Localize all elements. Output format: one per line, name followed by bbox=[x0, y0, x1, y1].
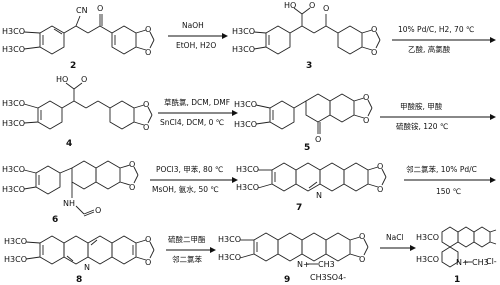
step-3: 草酰氯, DCM, DMF SnCl4, DCM, 0 ℃ bbox=[158, 97, 238, 127]
step-4: 甲酸胺, 甲酸 硫酸铵, 120 ℃ bbox=[380, 101, 496, 131]
compound-number: 7 bbox=[296, 203, 302, 213]
dioxole-o-label: O bbox=[363, 93, 369, 102]
ome-label: H3CO bbox=[234, 100, 257, 109]
ome-label: H3CO bbox=[2, 165, 25, 174]
ome-label: H3CO bbox=[2, 45, 25, 54]
compound-1: H3CO H3CO N+ CH3 Cl- 1 bbox=[416, 226, 497, 285]
dioxole-o-label: O bbox=[145, 235, 151, 244]
dioxole-o-label: O bbox=[359, 232, 365, 241]
dioxole-o-label: O bbox=[377, 162, 383, 171]
imine-n-label: N bbox=[316, 191, 322, 200]
compound-8: H3CO H3CO N O O 8 bbox=[4, 235, 155, 285]
compound-2: H3CO H3CO CN O O O 2 bbox=[2, 4, 155, 71]
acid-o-label: O bbox=[81, 75, 87, 84]
step-6: 邻二氯苯, 10% Pd/C 150 ℃ bbox=[404, 164, 496, 196]
compound-5: H3CO H3CO O O O 5 bbox=[234, 93, 373, 153]
ome-label: H3CO bbox=[232, 27, 255, 36]
ome-label: H3CO bbox=[416, 233, 439, 242]
amide-nh-label: NH bbox=[63, 199, 75, 208]
step-above: POCl3, 甲苯, 80 ℃ bbox=[156, 164, 223, 174]
step-above: 10% Pd/C, H2, 70 ℃ bbox=[398, 25, 474, 34]
step-above: 草酰氯, DCM, DMF bbox=[164, 97, 230, 107]
compound-number: 8 bbox=[76, 275, 82, 285]
ome-label: H3CO bbox=[416, 255, 439, 264]
step-above: 硫酸二甲酯 bbox=[168, 234, 206, 244]
ome-label: H3CO bbox=[2, 185, 25, 194]
compound-7: H3CO H3CO N O O 7 bbox=[236, 162, 387, 213]
compound-number: 1 bbox=[454, 275, 460, 285]
ome-label: H3CO bbox=[236, 183, 259, 192]
step-below: 硫酸铵, 120 ℃ bbox=[396, 121, 448, 131]
cn-label: CN bbox=[76, 6, 88, 15]
ome-label: H3CO bbox=[4, 237, 27, 246]
ome-label: H3CO bbox=[2, 99, 25, 108]
chloride-label: Cl- bbox=[486, 257, 497, 266]
quaternary-n-label: N+ bbox=[297, 260, 310, 269]
compound-number: 2 bbox=[70, 61, 76, 71]
compound-number: 5 bbox=[304, 143, 310, 153]
hydroxyl-label: HO bbox=[56, 75, 68, 84]
formyl-o-label: O bbox=[95, 206, 101, 215]
dioxole-o-label: O bbox=[143, 123, 149, 132]
ome-label: H3CO bbox=[232, 45, 255, 54]
compound-9: H3CO H3CO N+ CH3 CH3SO4- O O 9 bbox=[218, 232, 369, 285]
step-below: 乙酸, 高氯酸 bbox=[408, 44, 451, 54]
dioxole-o-label: O bbox=[371, 48, 377, 57]
step-5: POCl3, 甲苯, 80 ℃ MsOH, 氨水, 50 ℃ bbox=[150, 164, 238, 194]
carbonyl-o-label: O bbox=[97, 4, 103, 13]
acid-o-label: O bbox=[309, 1, 315, 10]
dioxole-o-label: O bbox=[363, 116, 369, 125]
dioxole-o-label: O bbox=[129, 183, 135, 192]
ome-label: H3CO bbox=[2, 119, 25, 128]
step-1: NaOH EtOH, H2O bbox=[168, 21, 228, 50]
step-7: 硫酸二甲酯 邻二氯苯 bbox=[166, 234, 216, 264]
dioxole-o-label: O bbox=[145, 258, 151, 267]
dioxole-o-label: O bbox=[371, 25, 377, 34]
dioxole-o-label: O bbox=[129, 160, 135, 169]
step-below: 邻二氯苯 bbox=[172, 254, 202, 264]
methyl-label: CH3 bbox=[472, 258, 489, 267]
compound-number: 3 bbox=[306, 61, 312, 71]
step-above: NaCl bbox=[386, 233, 404, 242]
dioxole-o-label: O bbox=[145, 25, 151, 34]
step-above: 邻二氯苯, 10% Pd/C bbox=[406, 164, 477, 174]
hydroxyl-label: HO bbox=[284, 1, 296, 10]
compound-6: H3CO H3CO NH O O O 6 bbox=[2, 160, 139, 225]
dioxole-o-label: O bbox=[145, 48, 151, 57]
dioxole-o-label: O bbox=[359, 255, 365, 264]
compound-number: 6 bbox=[52, 215, 58, 225]
methyl-label: CH3 bbox=[318, 260, 335, 269]
ome-label: H3CO bbox=[218, 253, 241, 262]
step-above: NaOH bbox=[182, 21, 204, 30]
step-below: 150 ℃ bbox=[436, 187, 461, 196]
step-8: NaCl bbox=[380, 233, 416, 251]
compound-3: H3CO H3CO HO O O O O 3 bbox=[232, 1, 381, 71]
counterion-label: CH3SO4- bbox=[310, 273, 346, 282]
step-2: 10% Pd/C, H2, 70 ℃ 乙酸, 高氯酸 bbox=[392, 25, 496, 54]
compound-number: 9 bbox=[284, 275, 290, 285]
step-below: SnCl4, DCM, 0 ℃ bbox=[160, 118, 224, 127]
dioxole-o-label: O bbox=[377, 185, 383, 194]
quaternary-n-label: N+ bbox=[456, 258, 469, 267]
ketone-o-label: O bbox=[315, 135, 321, 144]
ome-label: H3CO bbox=[218, 235, 241, 244]
compound-number: 4 bbox=[66, 139, 72, 149]
ome-label: H3CO bbox=[4, 255, 27, 264]
compound-4: H3CO H3CO HO O O O 4 bbox=[2, 75, 153, 149]
step-below: MsOH, 氨水, 50 ℃ bbox=[152, 184, 219, 194]
ome-label: H3CO bbox=[2, 27, 25, 36]
step-above: 甲酸胺, 甲酸 bbox=[400, 101, 443, 111]
carbonyl-o-label: O bbox=[323, 4, 329, 13]
pyridine-n-label: N bbox=[84, 263, 90, 272]
ome-label: H3CO bbox=[234, 120, 257, 129]
ome-label: H3CO bbox=[236, 165, 259, 174]
dioxole-o-label: O bbox=[143, 100, 149, 109]
step-below: EtOH, H2O bbox=[176, 41, 216, 50]
